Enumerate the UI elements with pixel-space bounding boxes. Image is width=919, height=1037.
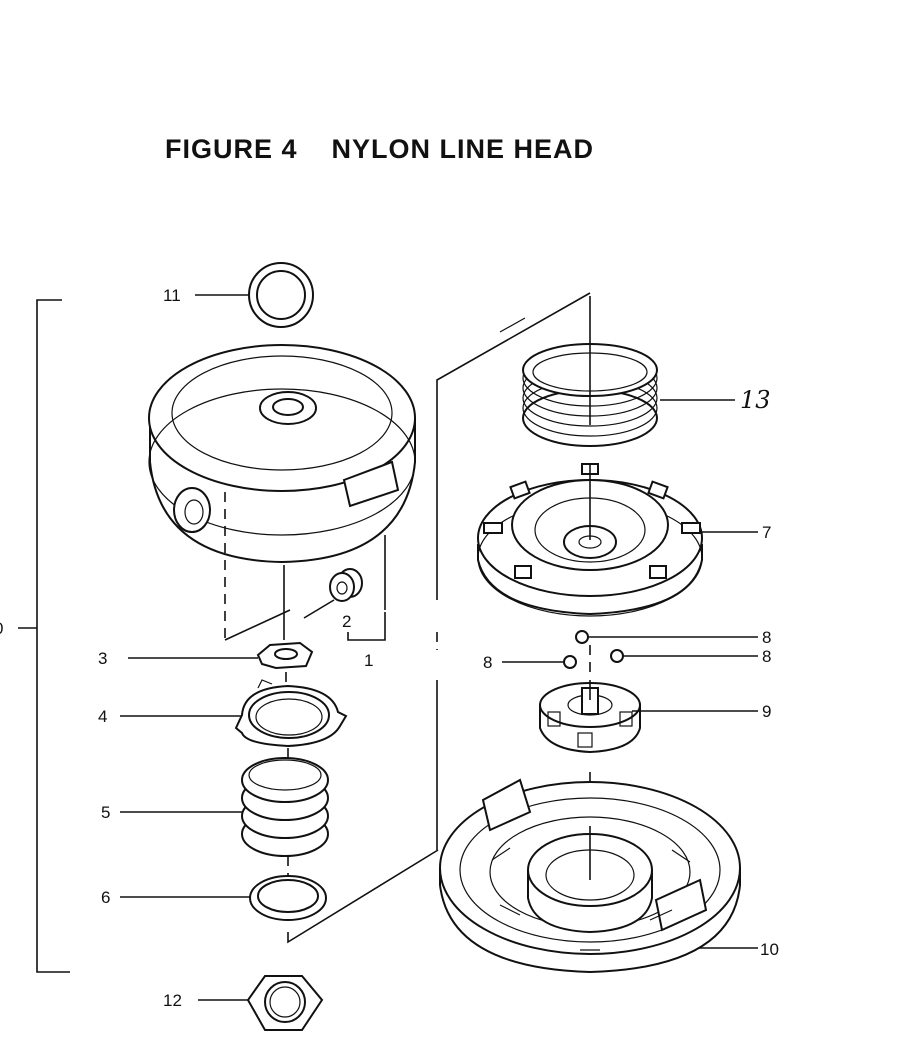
callout-4: 4 [98,707,107,726]
part-12-hex-nut [246,975,324,1031]
callout-8-left: 8 [483,653,492,672]
callout-1: 1 [364,651,373,670]
callout-7: 7 [762,523,771,542]
callout-2: 2 [342,612,351,631]
part-2-grommet [329,568,363,602]
callout-13: 13 [740,386,771,414]
callout-5: 5 [101,803,110,822]
part-10-bottom-cover [439,778,741,974]
part-5-spring [241,757,329,857]
callout-0: 0 [0,619,3,638]
housing-cover [148,344,416,564]
assembly-bracket [18,299,70,973]
figure-title: FIGURE 4 NYLON LINE HEAD [165,134,594,164]
part-6-washer [249,875,327,921]
callout-8-top: 8 [762,628,771,647]
callout-11: 11 [163,286,181,305]
part-11-ring [248,262,314,328]
callout-6: 6 [101,888,110,907]
callout-10: 10 [760,940,779,959]
callout-3: 3 [98,649,107,668]
callout-8-right: 8 [762,647,771,666]
part-4-spring-plate [234,679,348,748]
callout-12: 12 [163,991,182,1010]
callout-9: 9 [762,702,771,721]
part-3-plate [256,641,314,670]
